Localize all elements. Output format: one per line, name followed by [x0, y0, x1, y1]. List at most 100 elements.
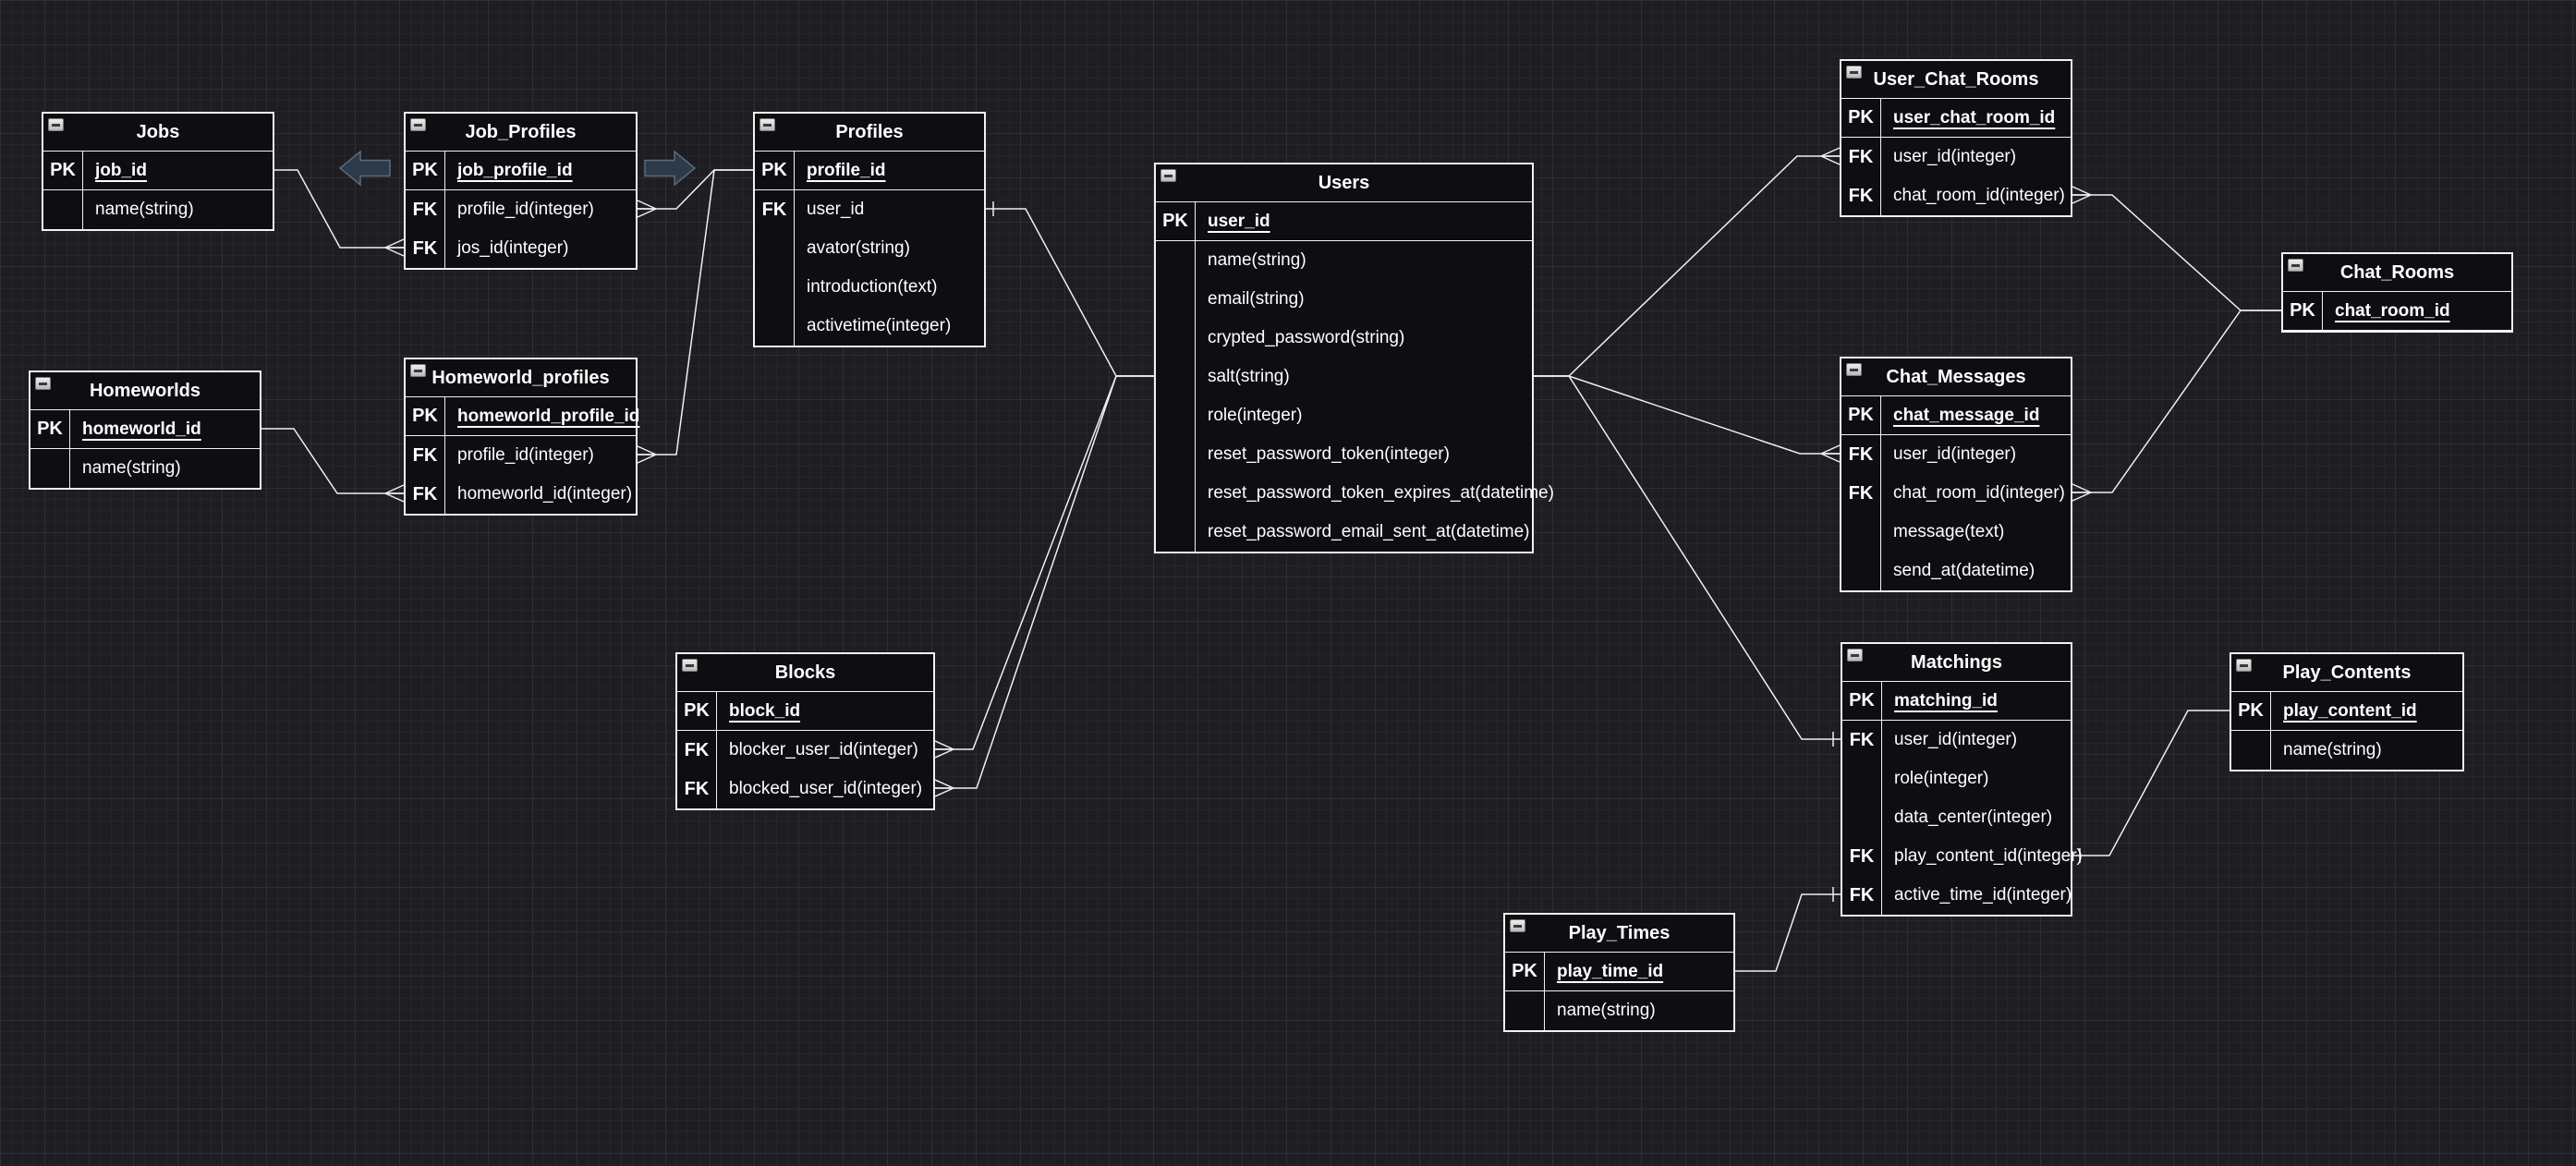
- collapse-icon[interactable]: [2236, 659, 2252, 672]
- left-arrow-icon[interactable]: [338, 150, 391, 187]
- table-row[interactable]: email(string): [1156, 280, 1532, 319]
- collapse-icon[interactable]: [35, 377, 51, 390]
- table-title: Job_Profiles: [465, 121, 577, 142]
- right-arrow-icon[interactable]: [644, 150, 697, 187]
- table-header: Chat_Rooms: [2283, 254, 2511, 292]
- table-row[interactable]: role(integer): [1842, 759, 2071, 798]
- relationship-edge[interactable]: [934, 375, 1154, 759]
- table-row[interactable]: reset_password_token(integer): [1156, 435, 1532, 474]
- table-row[interactable]: crypted_password(string): [1156, 319, 1532, 358]
- relationship-edge[interactable]: [2072, 310, 2281, 502]
- table-title: Play_Times: [1568, 922, 1671, 943]
- collapse-icon[interactable]: [48, 118, 64, 131]
- collapse-icon[interactable]: [1847, 649, 1863, 662]
- collapse-icon[interactable]: [759, 118, 775, 131]
- collapse-icon[interactable]: [1846, 66, 1862, 79]
- relationship-edge[interactable]: [261, 428, 405, 503]
- table-row[interactable]: name(string): [1156, 241, 1532, 280]
- collapse-icon[interactable]: [410, 364, 426, 377]
- collapse-icon[interactable]: [2288, 259, 2303, 272]
- relationship-edge[interactable]: [1735, 887, 1841, 972]
- table-row[interactable]: role(integer): [1156, 396, 1532, 435]
- table-row[interactable]: data_center(integer): [1842, 798, 2071, 837]
- collapse-icon[interactable]: [682, 659, 698, 672]
- relationship-edge[interactable]: [2072, 710, 2230, 863]
- collapse-icon[interactable]: [1160, 169, 1176, 182]
- table-row[interactable]: name(string): [30, 449, 260, 488]
- relationship-edge[interactable]: [274, 169, 405, 257]
- collapse-icon[interactable]: [1846, 363, 1862, 376]
- table-row[interactable]: reset_password_token_expires_at(datetime…: [1156, 474, 1554, 513]
- attribute-cell: message(text): [1893, 522, 2005, 541]
- collapse-icon[interactable]: [1510, 919, 1525, 932]
- table-row[interactable]: send_at(datetime): [1841, 552, 2071, 590]
- table-row[interactable]: name(string): [1505, 991, 1733, 1030]
- table-row[interactable]: name(string): [2231, 731, 2462, 770]
- attribute-cell: homeworld_id: [82, 419, 201, 439]
- table-row[interactable]: avator(string): [755, 229, 984, 268]
- relationship-edge[interactable]: [637, 169, 753, 464]
- attribute-cell: name(string): [1208, 250, 1306, 270]
- attribute-cell: name(string): [95, 200, 194, 219]
- attribute-cell: user_id(integer): [1894, 730, 2018, 749]
- key-cell: [1156, 241, 1196, 280]
- relationship-edge[interactable]: [637, 169, 753, 218]
- relationship-edge[interactable]: [1534, 147, 1841, 377]
- table-row[interactable]: message(text): [1841, 513, 2071, 552]
- relationship-edge[interactable]: [934, 375, 1154, 797]
- relationship-edge[interactable]: [1534, 375, 1841, 747]
- table-row[interactable]: introduction(text): [755, 268, 984, 307]
- table-row[interactable]: reset_password_email_sent_at(datetime): [1156, 513, 1532, 552]
- table-row[interactable]: activetime(integer): [755, 307, 984, 346]
- attribute-cell: reset_password_email_sent_at(datetime): [1208, 522, 1530, 541]
- table-row[interactable]: name(string): [43, 190, 273, 229]
- relationship-edge[interactable]: [986, 201, 1154, 377]
- table-row[interactable]: salt(string): [1156, 358, 1532, 396]
- collapse-icon[interactable]: [410, 118, 426, 131]
- relationship-edge[interactable]: [1534, 375, 1841, 463]
- relationship-edge[interactable]: [2072, 186, 2281, 311]
- key-cell: PK: [1841, 396, 1881, 434]
